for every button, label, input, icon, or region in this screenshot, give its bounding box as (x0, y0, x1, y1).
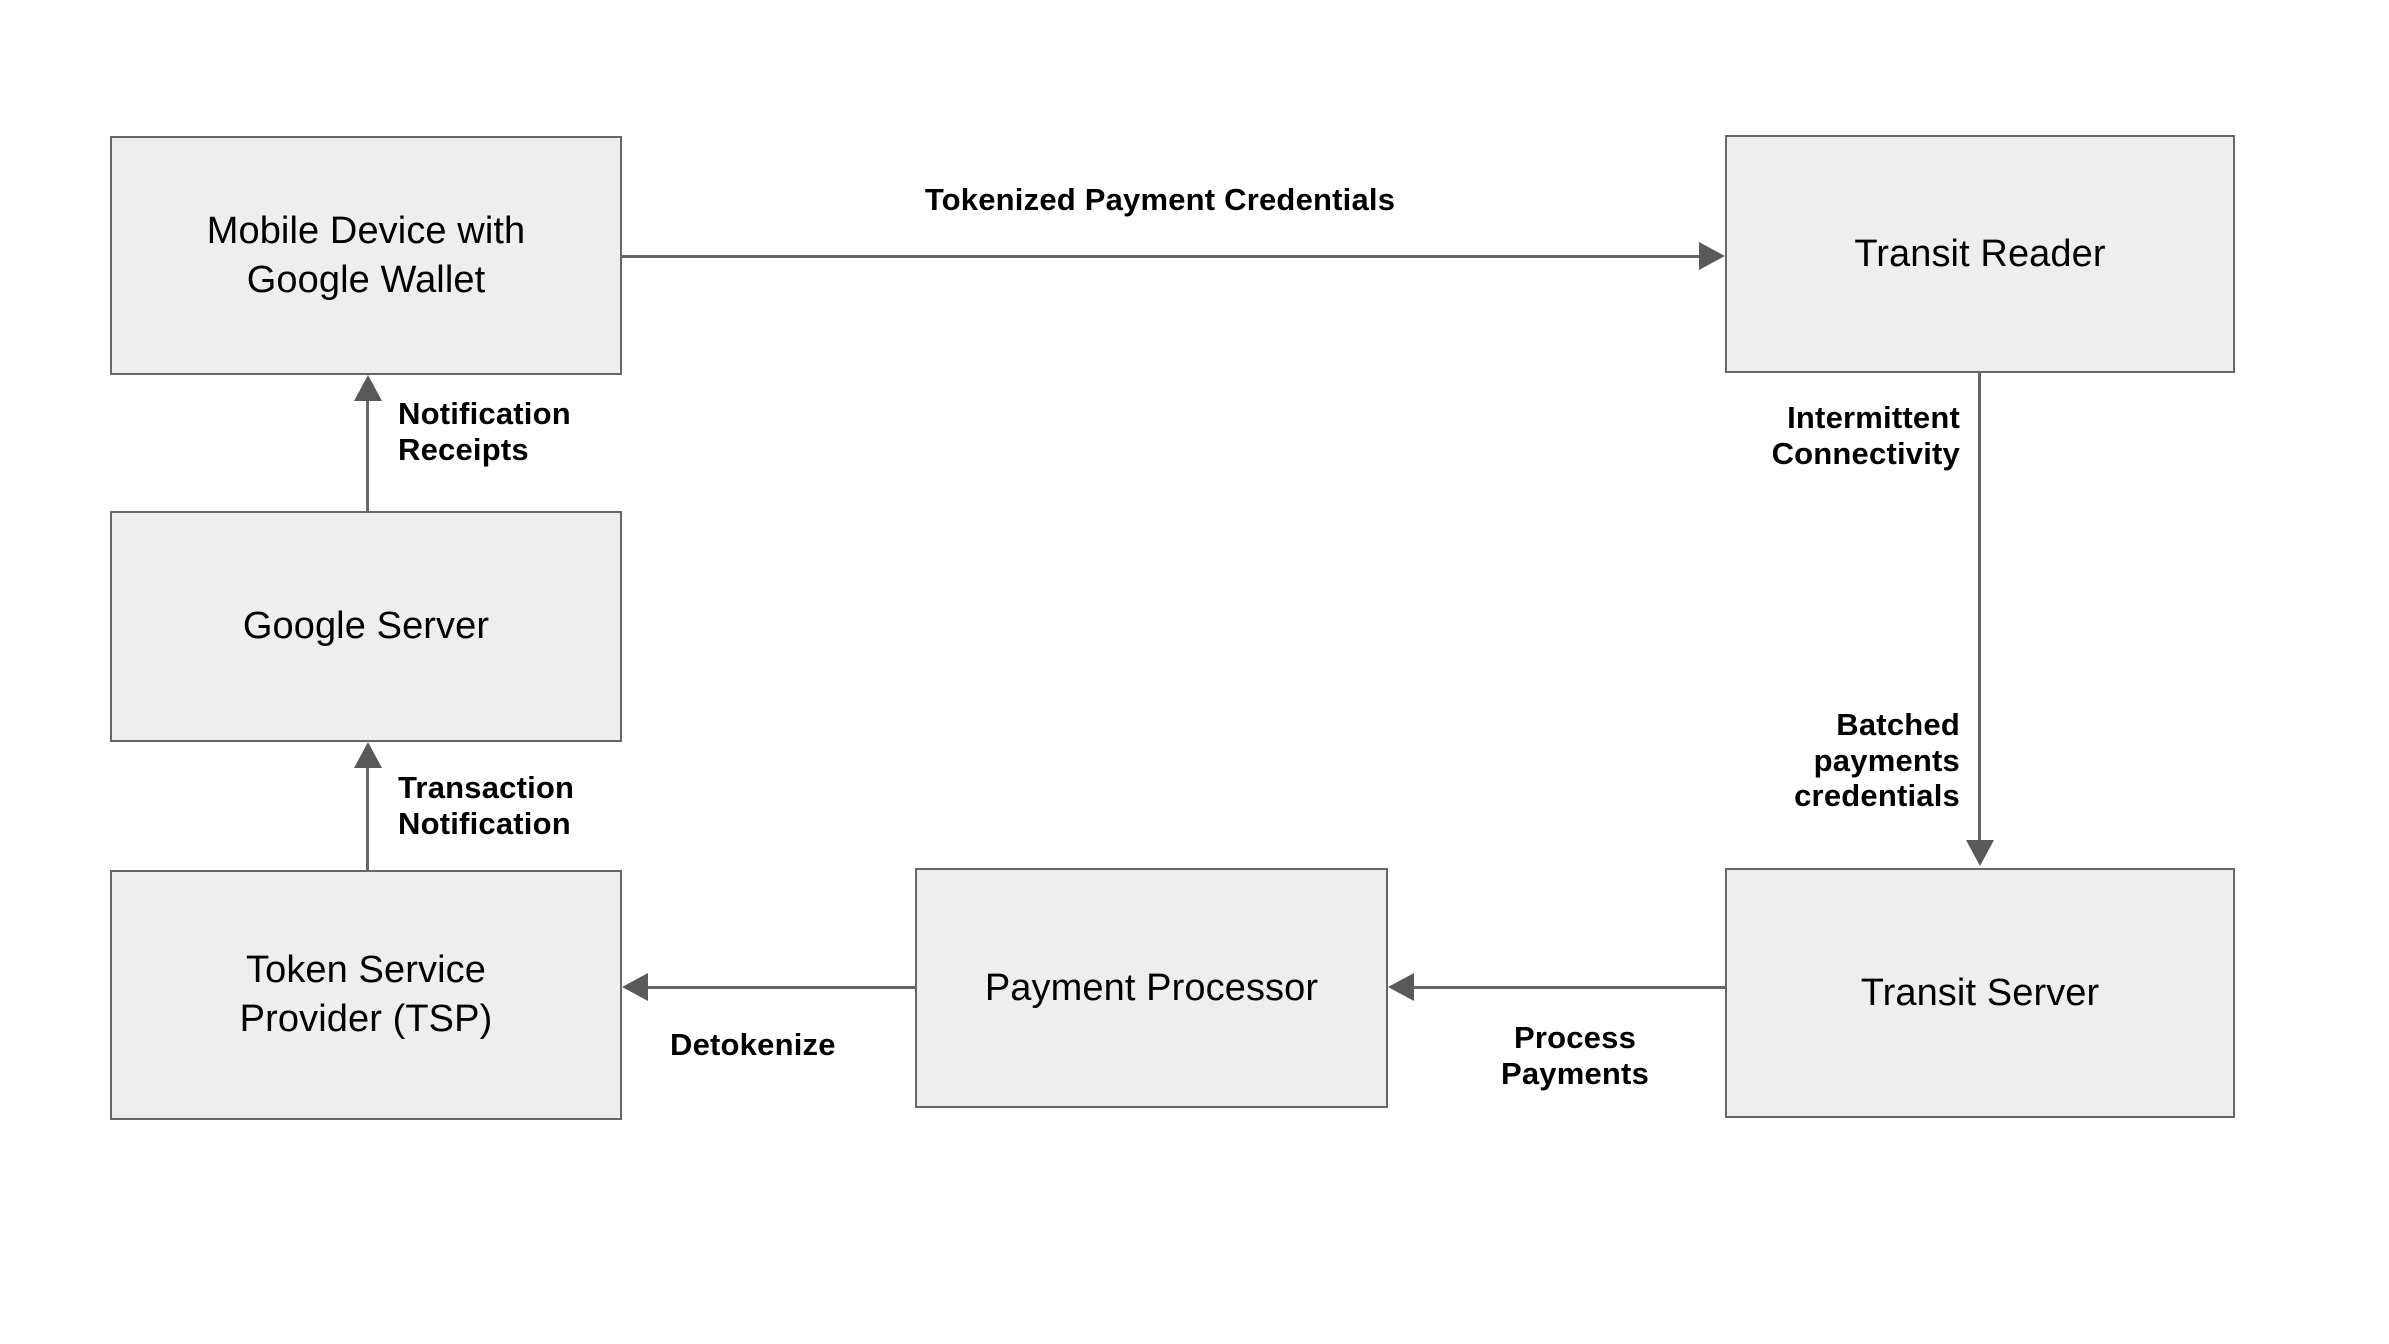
edge-line-transit-to-processor (1413, 986, 1725, 989)
node-mobile-device[interactable]: Mobile Device with Google Wallet (110, 136, 622, 375)
node-token-service-provider[interactable]: Token Service Provider (TSP) (110, 870, 622, 1120)
arrowhead-transit-to-processor (1388, 973, 1414, 1001)
node-google-server-label: Google Server (242, 605, 490, 648)
node-payment-processor-label: Payment Processor (984, 966, 1319, 1009)
edge-line-google-to-mobile (366, 399, 369, 511)
node-transit-reader[interactable]: Transit Reader (1725, 135, 2235, 373)
node-payment-processor[interactable]: Payment Processor (915, 868, 1388, 1108)
edge-line-reader-to-server (1978, 373, 1981, 843)
edge-label-intermittent-connectivity: Intermittent Connectivity (1771, 400, 1960, 471)
edge-label-batched-payments-credentials: Batched payments credentials (1794, 707, 1960, 814)
edge-line-processor-to-tsp (647, 986, 915, 989)
arrowhead-google-to-mobile (354, 375, 382, 401)
node-google-server[interactable]: Google Server (110, 511, 622, 742)
edge-label-detokenize: Detokenize (670, 1027, 836, 1062)
node-mobile-device-label: Mobile Device with Google Wallet (206, 209, 526, 301)
edge-line-tsp-to-google (366, 766, 369, 870)
arrowhead-reader-to-server (1966, 840, 1994, 866)
edge-line-mobile-to-reader (622, 255, 1704, 258)
arrowhead-mobile-to-reader (1699, 242, 1725, 270)
arrowhead-processor-to-tsp (622, 973, 648, 1001)
edge-label-process-payments: Process Payments (1500, 1020, 1650, 1091)
edge-label-notification-receipts: Notification Receipts (398, 396, 571, 467)
node-transit-server[interactable]: Transit Server (1725, 868, 2235, 1118)
edge-label-tokenized-payment-credentials: Tokenized Payment Credentials (924, 182, 1396, 217)
arrowhead-tsp-to-google (354, 742, 382, 768)
node-transit-server-label: Transit Server (1860, 971, 2100, 1014)
node-transit-reader-label: Transit Reader (1854, 232, 2106, 275)
edge-label-transaction-notification: Transaction Notification (398, 770, 575, 841)
node-token-service-provider-label: Token Service Provider (TSP) (239, 949, 493, 1040)
